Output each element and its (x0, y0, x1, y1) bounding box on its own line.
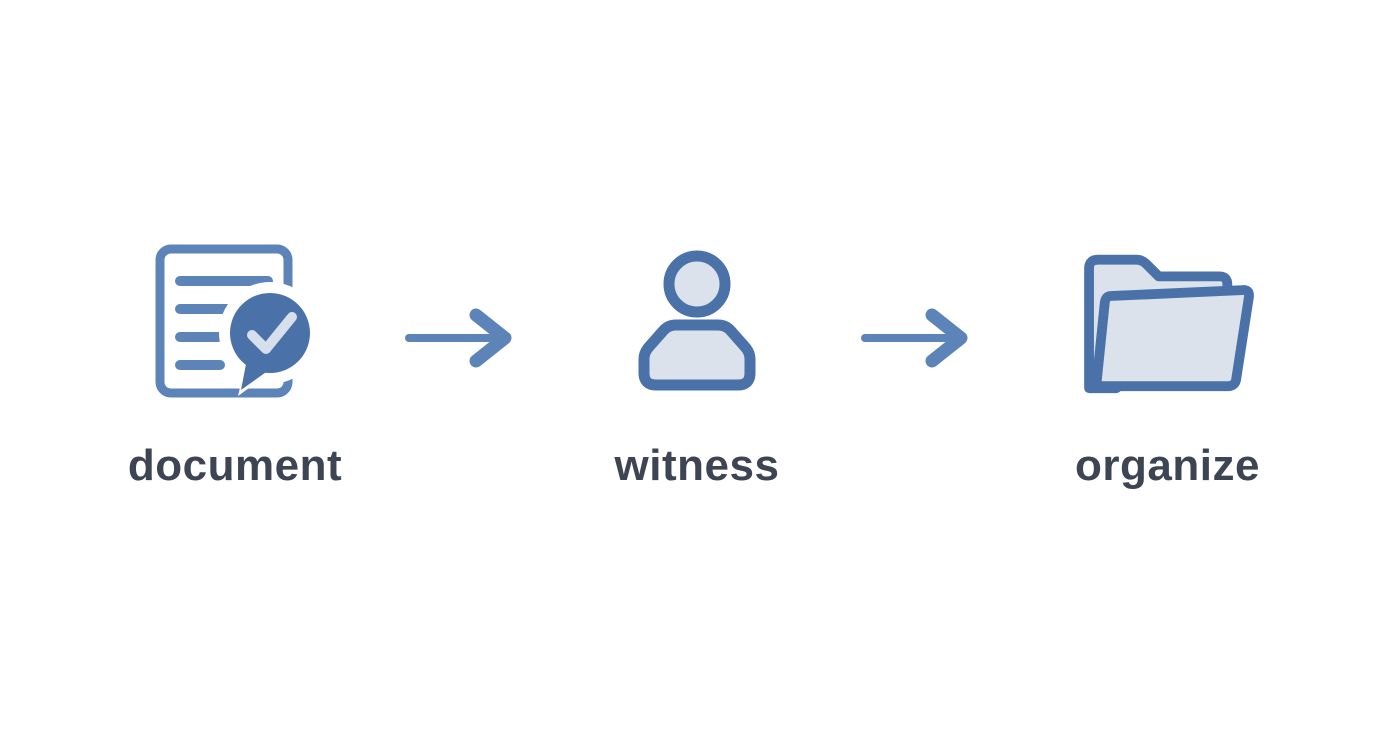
document-check-icon (155, 244, 321, 397)
step-document: document (110, 238, 360, 491)
document-icon-box (149, 238, 321, 403)
folder-icon-box (1077, 238, 1259, 403)
person-icon-box (631, 238, 763, 403)
connector-2 (858, 306, 978, 370)
step-label-document: document (127, 441, 343, 490)
open-folder-icon (1083, 254, 1254, 393)
connector-1 (402, 306, 522, 370)
right-arrow-icon (861, 308, 968, 368)
step-label-witness: witness (614, 441, 780, 490)
right-arrow-icon (405, 308, 512, 368)
person-icon (638, 250, 756, 390)
step-organize: organize (1040, 238, 1295, 491)
step-witness: witness (572, 238, 822, 491)
step-label-organize: organize (1075, 441, 1260, 490)
